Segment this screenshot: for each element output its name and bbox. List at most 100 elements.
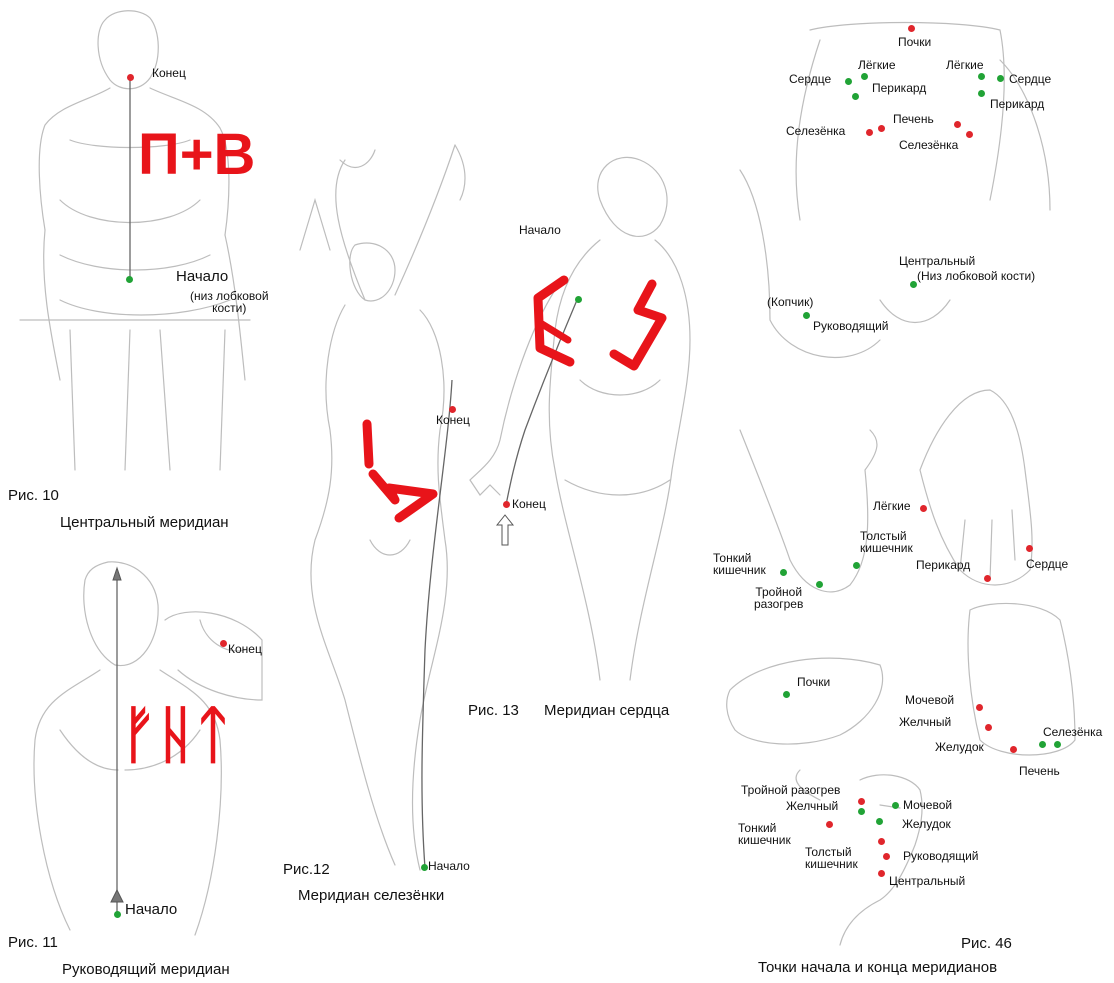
fig11-title: Руководящий меридиан bbox=[62, 962, 230, 977]
fig13-end-point bbox=[503, 501, 510, 508]
fig11-number: Рис. 11 bbox=[8, 935, 58, 950]
fig46-hand-tonkii-point bbox=[780, 569, 787, 576]
fig46-hand-tolstyi-label: Толстый кишечник bbox=[860, 530, 913, 554]
fig46-face-tonkii-point bbox=[826, 821, 833, 828]
fig46-face-rukovodyashchii-label: Руководящий bbox=[903, 850, 979, 862]
fig12-title: Меридиан селезёнки bbox=[298, 888, 444, 903]
fig46-face-zhelchnyi-label: Желчный bbox=[786, 800, 838, 812]
fig10-start-note: (низ лобковой кости) bbox=[190, 290, 269, 314]
fig46-rukovodyashchii-point bbox=[803, 312, 810, 319]
fig46-face-tolstyi-label: Толстый кишечник bbox=[805, 846, 858, 870]
fig11-end-point bbox=[220, 640, 227, 647]
fig46-hand-troinoi-label: Тройной разогрев bbox=[754, 586, 803, 610]
fig46-perikard-left-label: Перикард bbox=[872, 82, 926, 94]
fig13-up-arrow-icon bbox=[497, 515, 513, 545]
fig46-serdce-right-label: Сердце bbox=[1009, 73, 1051, 85]
fig46-foot-pechen-label: Печень bbox=[1019, 765, 1060, 777]
fig11-end-label: Конец bbox=[228, 643, 262, 655]
fig46-foot-selezenka-point bbox=[1039, 741, 1046, 748]
fig46-perikard-right-point bbox=[978, 90, 985, 97]
fig13-start-label: Начало bbox=[519, 224, 561, 236]
fig10-seated-man-sketch bbox=[20, 11, 250, 470]
fig12-red-rune-mark bbox=[355, 418, 445, 528]
fig46-feet-sketch bbox=[727, 603, 1075, 755]
fig12-start-point bbox=[421, 864, 428, 871]
fig46-hand-legkie-label: Лёгкие bbox=[873, 500, 911, 512]
fig46-pechen-point bbox=[954, 121, 961, 128]
fig12-end-label: Конец bbox=[436, 414, 470, 426]
fig46-legkie-right-point bbox=[978, 73, 985, 80]
fig46-selezenka-left-point2 bbox=[878, 125, 885, 132]
fig46-pochki-label: Почки bbox=[898, 36, 931, 48]
fig46-kopchik-label: (Копчик) bbox=[767, 296, 813, 308]
fig46-selezenka-left-point bbox=[866, 129, 873, 136]
fig46-face-troinoi-point bbox=[858, 798, 865, 805]
fig46-hands-sketch bbox=[740, 390, 1032, 592]
fig46-hand-tonkii-label: Тонкий кишечник bbox=[713, 552, 766, 576]
fig10-start-label: Начало bbox=[176, 269, 228, 284]
fig13-start-point bbox=[575, 296, 582, 303]
fig46-centralnyi-label: Центральный bbox=[899, 255, 975, 267]
fig46-face-mochevoi-point bbox=[892, 802, 899, 809]
fig46-selezenka-left-label: Селезёнка bbox=[786, 125, 845, 137]
fig46-perikard-left-point bbox=[852, 93, 859, 100]
fig13-number: Рис. 13 bbox=[468, 703, 519, 718]
fig46-number: Рис. 46 bbox=[961, 936, 1012, 951]
fig46-selezenka-right-label: Селезёнка bbox=[899, 139, 958, 151]
fig46-selezenka-right-point bbox=[966, 131, 973, 138]
fig13-title: Меридиан сердца bbox=[544, 703, 669, 718]
fig46-hand-troinoi-point bbox=[816, 581, 823, 588]
fig46-legkie-right-label: Лёгкие bbox=[946, 59, 984, 71]
fig10-title: Центральный меридиан bbox=[60, 515, 229, 530]
fig46-title: Точки начала и конца меридианов bbox=[758, 960, 997, 975]
fig46-hand-perikard-point bbox=[984, 575, 991, 582]
fig46-serdce-right-point bbox=[997, 75, 1004, 82]
fig46-centralnyi-point bbox=[910, 281, 917, 288]
fig46-hand-tolstyi-point bbox=[853, 562, 860, 569]
fig46-face-mochevoi-label: Мочевой bbox=[903, 799, 952, 811]
fig46-face-tonkii-label: Тонкий кишечник bbox=[738, 822, 791, 846]
fig12-start-label: Начало bbox=[428, 860, 470, 872]
fig46-perikard-right-label: Перикард bbox=[990, 98, 1044, 110]
fig46-foot-zhelchnyi-point bbox=[985, 724, 992, 731]
fig46-foot-selezenka-point2 bbox=[1054, 741, 1061, 748]
fig46-face-tolstyi-point bbox=[878, 838, 885, 845]
fig46-face-rukovodyashchii-point bbox=[883, 853, 890, 860]
fig46-hand-perikard-label: Перикард bbox=[916, 559, 970, 571]
fig46-face-centralnyi-point bbox=[878, 870, 885, 877]
fig46-foot-pochki-label: Почки bbox=[797, 676, 830, 688]
fig46-face-centralnyi-label: Центральный bbox=[889, 875, 965, 887]
fig12-end-point bbox=[449, 406, 456, 413]
fig13-woman-sketch bbox=[470, 157, 690, 680]
fig11-start-point bbox=[114, 911, 121, 918]
fig46-face-zheludok-label: Желудок bbox=[902, 818, 951, 830]
fig11-top-arrow-icon bbox=[113, 568, 121, 580]
fig46-foot-mochevoi-label: Мочевой bbox=[905, 694, 954, 706]
fig46-serdce-left-label: Сердце bbox=[789, 73, 831, 85]
fig10-end-point bbox=[127, 74, 134, 81]
fig46-hand-legkie-point bbox=[920, 505, 927, 512]
fig11-up-arrow-icon bbox=[111, 890, 123, 902]
fig46-pochki-point bbox=[908, 25, 915, 32]
fig46-pechen-label: Печень bbox=[893, 113, 934, 125]
fig46-foot-zheludok-label: Желудок bbox=[935, 741, 984, 753]
fig46-legkie-left-label: Лёгкие bbox=[858, 59, 896, 71]
fig46-legkie-left-point bbox=[861, 73, 868, 80]
fig11-red-runes: ᚠᚺᛏ bbox=[120, 705, 232, 767]
fig46-face-troinoi-label: Тройной разогрев bbox=[741, 784, 840, 796]
fig10-number: Рис. 10 bbox=[8, 488, 59, 503]
fig46-foot-zhelchnyi-label: Желчный bbox=[899, 716, 951, 728]
fig46-foot-pochki-point bbox=[783, 691, 790, 698]
fig12-number: Рис.12 bbox=[283, 862, 330, 877]
fig10-red-runes: П+В bbox=[138, 126, 255, 184]
fig46-face-zhelchnyi-point bbox=[858, 808, 865, 815]
fig11-start-label: Начало bbox=[125, 902, 177, 917]
fig46-face-zheludok-point bbox=[876, 818, 883, 825]
fig46-centralnyi-note: (Низ лобковой кости) bbox=[917, 270, 1035, 282]
fig46-serdce-left-point bbox=[845, 78, 852, 85]
fig46-hand-serdce-point bbox=[1026, 545, 1033, 552]
fig46-rukovodyashchii-label: Руководящий bbox=[813, 320, 889, 332]
fig13-end-label: Конец bbox=[512, 498, 546, 510]
fig46-hand-serdce-label: Сердце bbox=[1026, 558, 1068, 570]
